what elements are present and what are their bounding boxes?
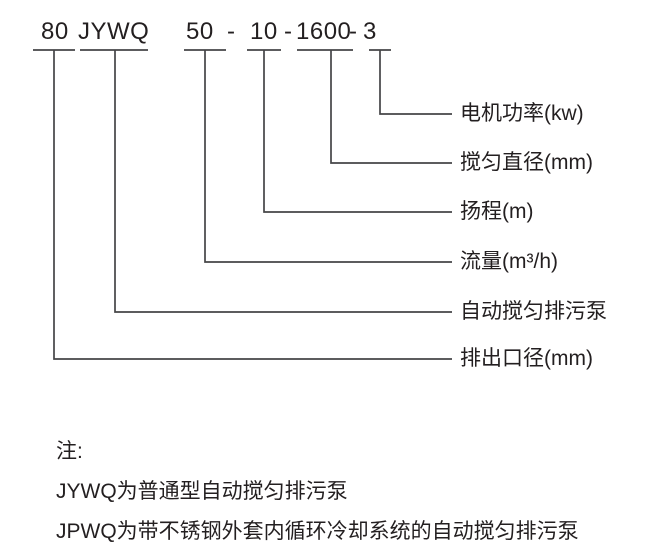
callout-head: 扬程(m) — [460, 200, 534, 223]
notes-heading: 注: — [56, 440, 83, 463]
code-part-mixing-diameter: 1600 — [296, 18, 352, 45]
callout-flow: 流量(m³/h) — [460, 250, 558, 273]
notes-section: 注: JYWQ为普通型自动搅匀排污泵 JPWQ为带不锈钢外套内循环冷却系统的自动… — [56, 432, 579, 552]
callout-motor-power: 电机功率(kw) — [460, 102, 584, 125]
callout-line-mixing-diameter — [330, 50, 452, 164]
code-part-series: JYWQ — [78, 18, 150, 45]
code-part-flow: 50 — [186, 18, 214, 45]
code-separator-2: - — [284, 18, 293, 45]
code-part-head: 10 — [250, 18, 278, 45]
callout-line-flow — [204, 50, 452, 263]
callout-line-series — [114, 50, 452, 313]
callout-pump-type: 自动搅匀排污泵 — [460, 300, 607, 323]
note-line-jpwq: JPWQ为带不锈钢外套内循环冷却系统的自动搅匀排污泵 — [56, 520, 579, 543]
callout-line-motor-power — [379, 50, 452, 115]
callout-line-head — [263, 50, 452, 213]
code-separator-3: - — [349, 18, 358, 45]
note-line-jywq: JYWQ为普通型自动搅匀排污泵 — [56, 480, 348, 503]
code-separator-1: - — [227, 18, 236, 45]
code-part-discharge-diameter: 80 — [41, 18, 69, 45]
callout-line-discharge-diameter — [53, 50, 452, 360]
callout-discharge-diameter: 排出口径(mm) — [460, 347, 593, 370]
code-part-motor-power: 3 — [363, 18, 377, 45]
callout-mixing-diameter: 搅匀直径(mm) — [460, 151, 593, 174]
